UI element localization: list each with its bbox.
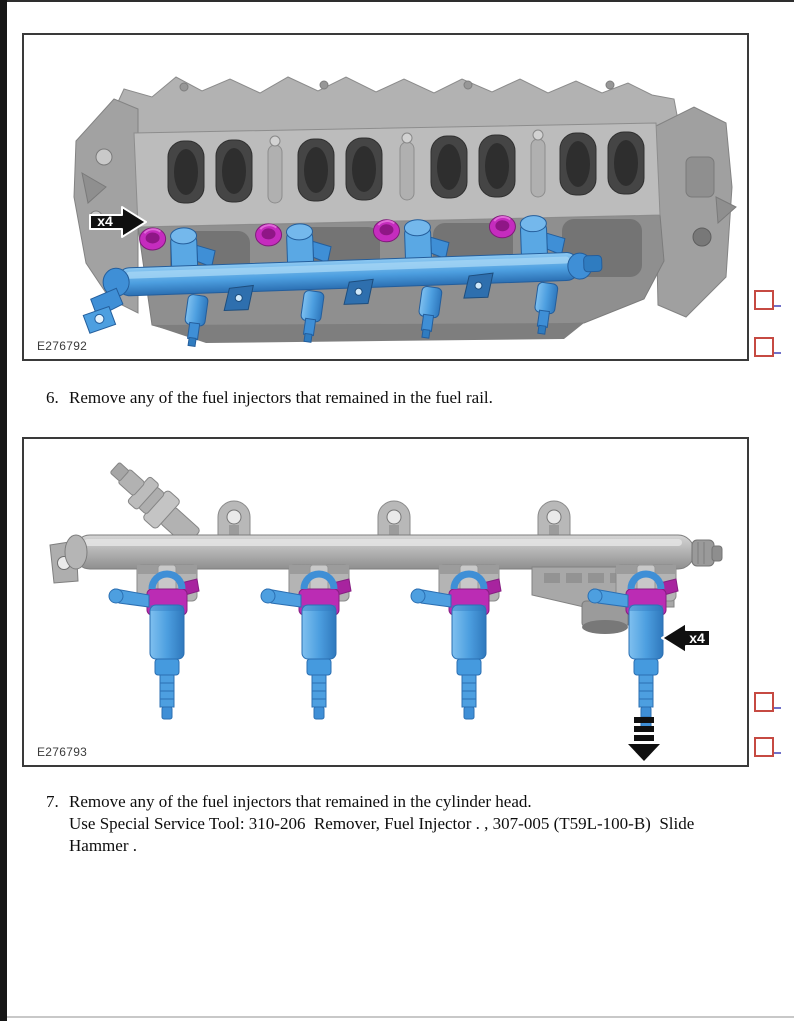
figure-code-label: E276792: [37, 339, 88, 353]
cylinder-head: [73, 76, 737, 343]
figure-e276792: x4 E276792: [22, 33, 749, 361]
annotation-tick: [774, 305, 781, 307]
annotation-tick: [774, 707, 781, 709]
step-6: 6. Remove any of the fuel injectors that…: [46, 387, 766, 409]
annotation-checkbox[interactable]: [754, 337, 781, 357]
quantity-callout-x4: x4: [689, 630, 705, 646]
intake-ports: [167, 129, 645, 204]
quantity-callout-x4: x4: [97, 213, 113, 229]
step-7-line-3: Hammer .: [69, 836, 137, 855]
rail-mounting-tabs: [217, 500, 571, 536]
dashed-down-arrow-icon: [628, 717, 660, 761]
annotation-checkbox[interactable]: [754, 290, 781, 310]
step-7-line-2: Use Special Service Tool: 310-206 Remove…: [69, 814, 695, 833]
x4-arrow-icon: [661, 622, 711, 654]
step-6-line-1: Remove any of the fuel injectors that re…: [69, 388, 493, 407]
fuel-rail-assembly: [82, 212, 603, 351]
fuel-rail-illustration: [49, 462, 723, 761]
annotation-checkbox[interactable]: [754, 692, 781, 712]
step-7-line-1: Remove any of the fuel injectors that re…: [69, 792, 532, 811]
cylinder-head-illustration: [73, 76, 737, 351]
annotation-tick: [774, 752, 781, 754]
step-7: 7. Remove any of the fuel injectors that…: [46, 791, 786, 857]
step-number: 6.: [46, 388, 59, 407]
fuel-injectors: [109, 565, 678, 732]
fuel-pressure-sensor: [110, 462, 200, 546]
figure-e276793: x4 E276793: [22, 437, 749, 767]
annotation-checkbox[interactable]: [754, 737, 781, 757]
step-text: Remove any of the fuel injectors that re…: [69, 387, 766, 409]
page-left-edge-bar: [0, 0, 7, 1021]
page-bottom-rule: [7, 1016, 794, 1018]
page-top-rule: [0, 0, 794, 2]
annotation-tick: [774, 352, 781, 354]
step-text: Remove any of the fuel injectors that re…: [69, 791, 786, 857]
figure-code-label: E276793: [37, 745, 88, 759]
x4-arrow-icon: [89, 206, 147, 238]
step-number: 7.: [46, 792, 59, 811]
